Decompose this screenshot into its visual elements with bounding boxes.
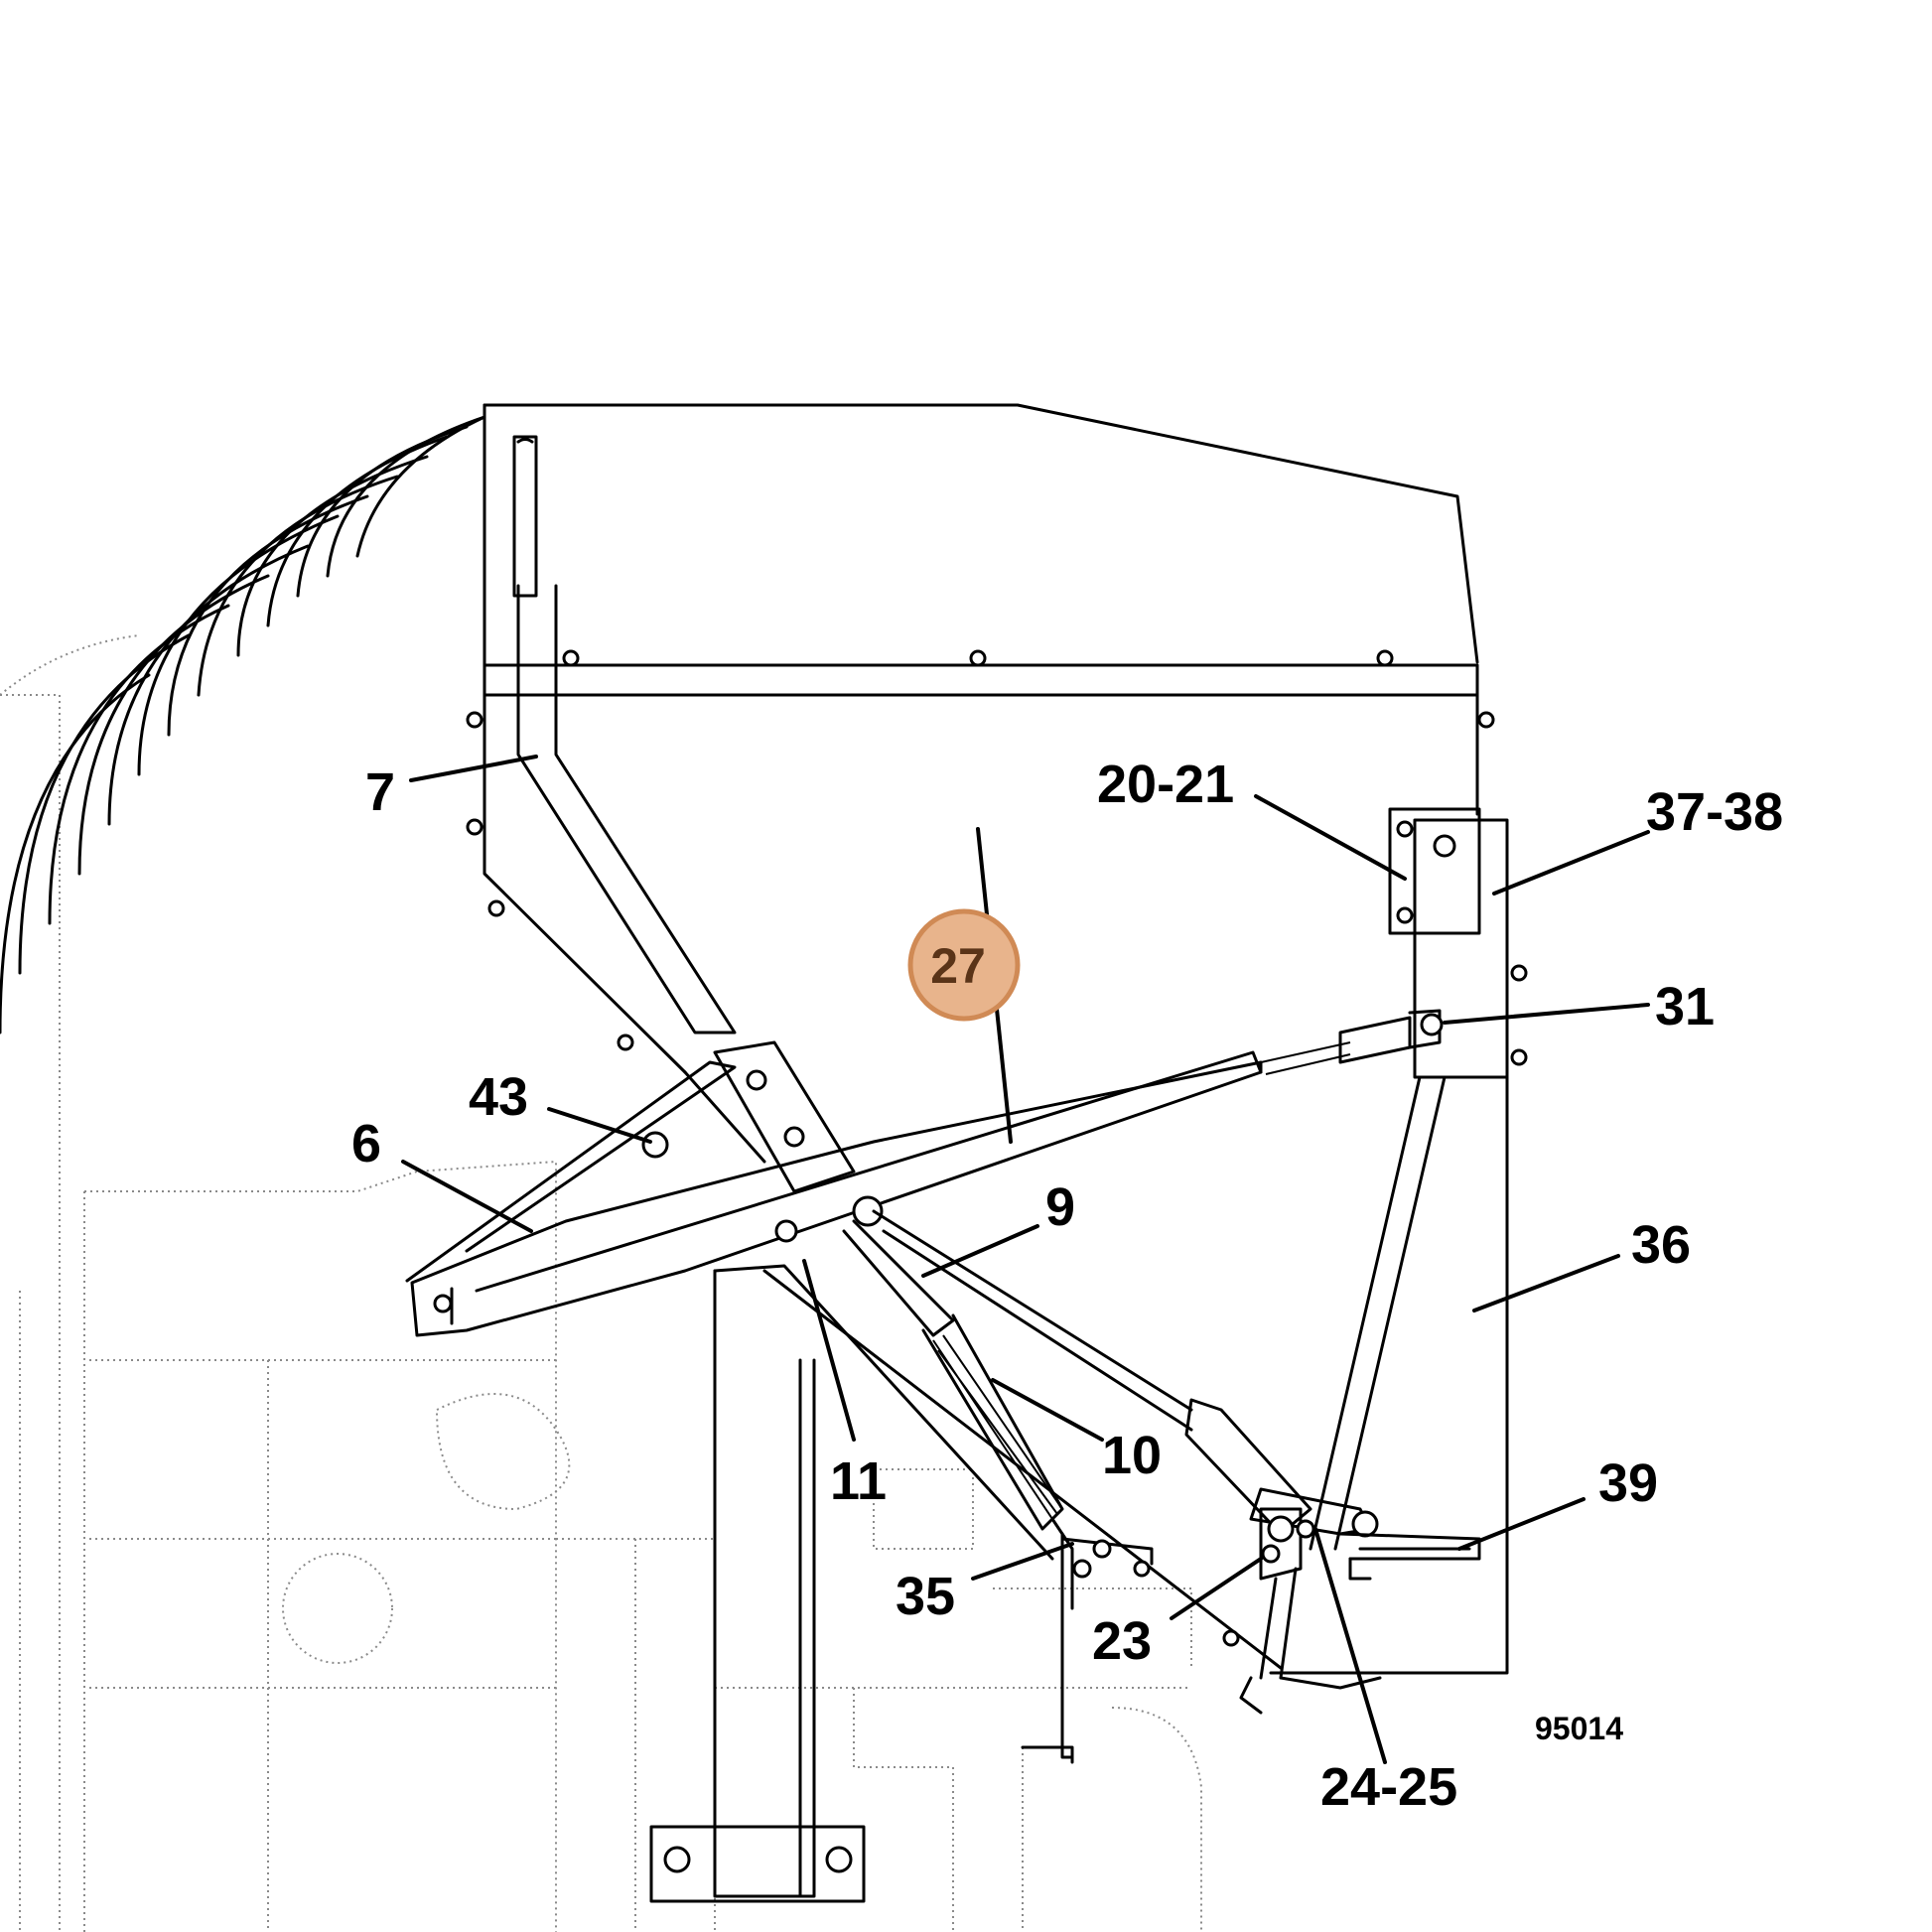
- auger-flighting: [0, 415, 486, 1035]
- callout-7[interactable]: 7: [365, 762, 395, 822]
- leader-lines: [401, 755, 1650, 1764]
- callout-20-21[interactable]: 20-21: [1097, 755, 1234, 814]
- callout-10[interactable]: 10: [1102, 1426, 1162, 1485]
- callout-labels: 7 20-21 37-38 31 43 6 9 36 10 11 39 35 2…: [351, 755, 1783, 1817]
- callout-43[interactable]: 43: [469, 1067, 528, 1127]
- lever-arm: [405, 1009, 1444, 1337]
- callout-35[interactable]: 35: [896, 1567, 955, 1626]
- callout-36[interactable]: 36: [1631, 1215, 1691, 1275]
- highlighted-callout-27[interactable]: 27: [907, 908, 1021, 1022]
- callout-37-38[interactable]: 37-38: [1646, 782, 1783, 842]
- background-machine-outline: [0, 694, 1202, 1932]
- drawing-number: 95014: [1535, 1711, 1623, 1746]
- diagonal-strut: [1239, 1075, 1447, 1715]
- callout-27: 27: [930, 938, 986, 994]
- hopper-body: [483, 403, 1509, 1675]
- callout-39[interactable]: 39: [1598, 1453, 1658, 1513]
- bracket-plates: [1388, 807, 1509, 1079]
- support-post: [649, 1264, 1054, 1903]
- callout-6[interactable]: 6: [351, 1114, 381, 1173]
- callout-23[interactable]: 23: [1092, 1611, 1152, 1671]
- callout-24-25[interactable]: 24-25: [1320, 1757, 1457, 1817]
- spring-assembly: [842, 1219, 1154, 1764]
- gas-strut: [872, 1209, 1481, 1581]
- callout-9[interactable]: 9: [1045, 1177, 1075, 1237]
- hopper-bolts: [466, 649, 1528, 1647]
- callout-11[interactable]: 11: [830, 1451, 887, 1511]
- callout-31[interactable]: 31: [1655, 977, 1715, 1036]
